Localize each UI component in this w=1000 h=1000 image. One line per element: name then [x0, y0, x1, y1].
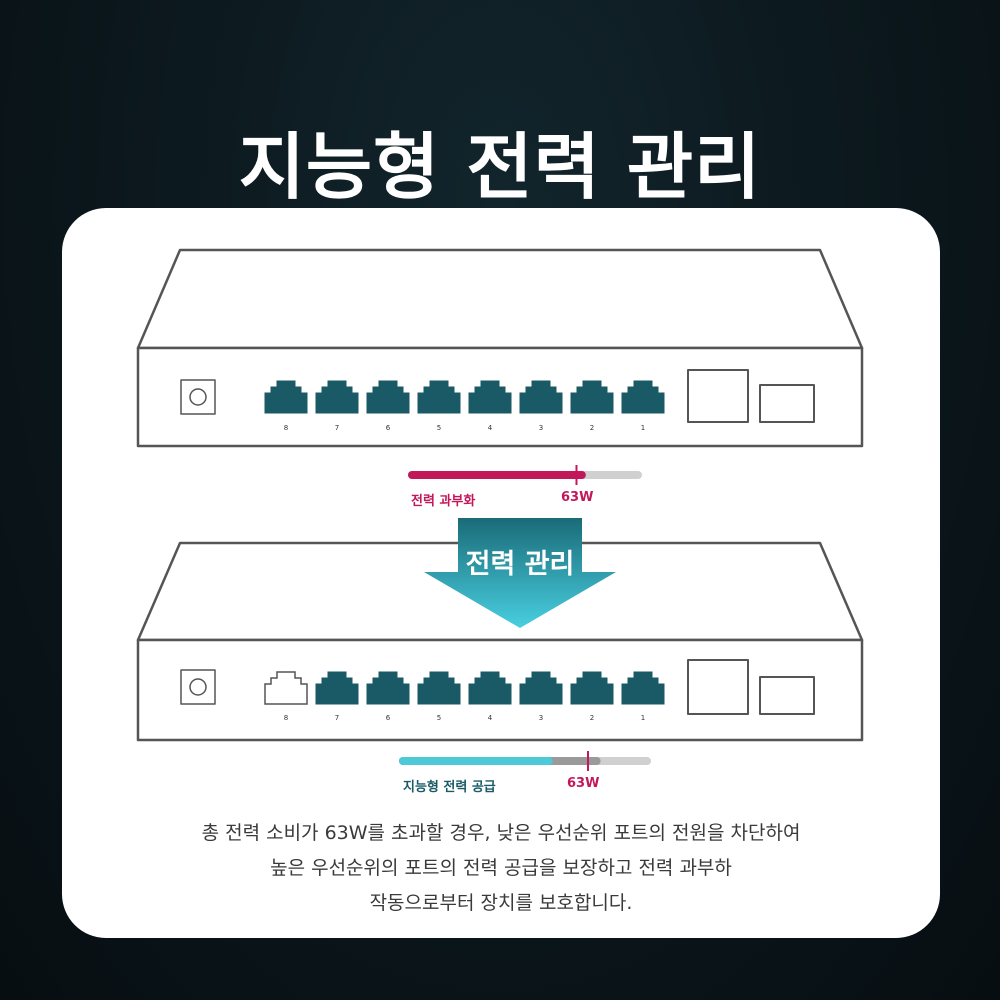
- power-jack: [180, 669, 216, 705]
- ethernet-port-icon: [570, 671, 614, 705]
- top-bar-fill: [408, 471, 586, 479]
- port-number: 1: [641, 424, 645, 432]
- description: 총 전력 소비가 63W를 초과할 경우, 낮은 우선순위 포트의 전원을 차단…: [62, 816, 940, 921]
- arrow-label: 전력 관리: [465, 549, 575, 580]
- ethernet-port-icon: [570, 380, 614, 414]
- sfp-slot-2: [759, 384, 815, 423]
- port-number: 6: [386, 424, 391, 432]
- top-power-bar: [408, 465, 642, 485]
- ethernet-port-icon: [264, 380, 308, 414]
- ethernet-port-icon: [315, 380, 359, 414]
- port-number: 5: [437, 424, 441, 432]
- power-management-arrow: [424, 518, 616, 628]
- power-jack-hole: [189, 388, 207, 406]
- sfp-slot-1: [687, 369, 749, 423]
- ethernet-port-icon: [417, 671, 461, 705]
- bottom-ports: 8 7 6 5 4 3 2 1: [264, 671, 665, 722]
- ethernet-port-icon: [366, 671, 410, 705]
- port-number: 2: [590, 424, 594, 432]
- ethernet-port-icon: [468, 380, 512, 414]
- ethernet-port-icon: [315, 671, 359, 705]
- port-number: 3: [539, 714, 543, 722]
- port-number: 4: [488, 424, 493, 432]
- top-switch: [136, 248, 864, 448]
- description-line-2: 높은 우선순위의 포트의 전력 공급을 보장하고 전력 과부하: [270, 857, 732, 879]
- sfp-slot-1: [687, 659, 749, 715]
- power-jack: [180, 379, 216, 415]
- port-number: 7: [335, 714, 339, 722]
- top-watt-label: 63W: [561, 490, 594, 505]
- port-number: 2: [590, 714, 594, 722]
- top-ports: 8 7 6 5 4 3 2 1: [264, 380, 665, 432]
- port-number: 5: [437, 714, 441, 722]
- port-number: 6: [386, 714, 391, 722]
- ethernet-port-icon: [417, 380, 461, 414]
- port-number: 1: [641, 714, 645, 722]
- top-bar-label: 전력 과부화: [411, 494, 476, 509]
- port-number: 8: [284, 424, 288, 432]
- port-number: 4: [488, 714, 493, 722]
- bottom-watt-label: 63W: [567, 776, 600, 791]
- sfp-slot-2: [759, 676, 815, 715]
- ethernet-port-icon: [621, 671, 665, 705]
- ethernet-port-icon: [519, 671, 563, 705]
- description-line-3: 작동으로부터 장치를 보호합니다.: [369, 892, 633, 914]
- ethernet-port-disabled-icon: [264, 671, 308, 705]
- port-number: 8: [284, 714, 288, 722]
- ethernet-port-icon: [621, 380, 665, 414]
- bottom-bar-label: 지능형 전력 공급: [403, 780, 496, 795]
- port-number: 3: [539, 424, 543, 432]
- ethernet-port-icon: [519, 380, 563, 414]
- power-jack-hole: [189, 678, 207, 696]
- ethernet-port-icon: [366, 380, 410, 414]
- port-number: 7: [335, 424, 339, 432]
- ethernet-port-icon: [468, 671, 512, 705]
- bottom-power-bar: [399, 751, 651, 771]
- page-title: 지능형 전력 관리: [238, 125, 762, 209]
- bottom-bar-fill: [399, 757, 553, 765]
- description-line-1: 총 전력 소비가 63W를 초과할 경우, 낮은 우선순위 포트의 전원을 차단…: [201, 822, 801, 844]
